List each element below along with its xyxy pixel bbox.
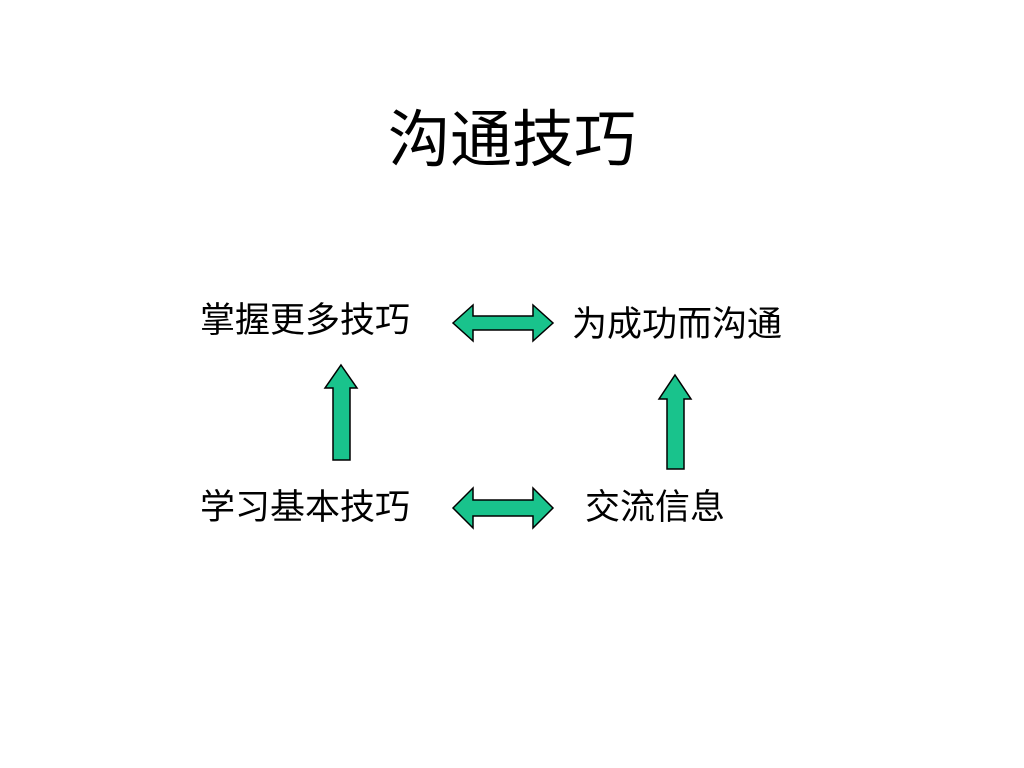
node-learn-basic-skills: 学习基本技巧 xyxy=(200,488,411,528)
node-master-more-skills: 掌握更多技巧 xyxy=(200,301,411,341)
up-arrow-right-icon xyxy=(657,373,693,470)
node-communicate-for-success: 为成功而沟通 xyxy=(572,305,783,345)
slide-title: 沟通技巧 xyxy=(387,103,636,176)
node-exchange-information: 交流信息 xyxy=(585,488,726,528)
double-arrow-top-icon xyxy=(451,303,555,343)
double-arrow-bottom-icon xyxy=(451,486,555,530)
up-arrow-left-icon xyxy=(323,363,359,461)
